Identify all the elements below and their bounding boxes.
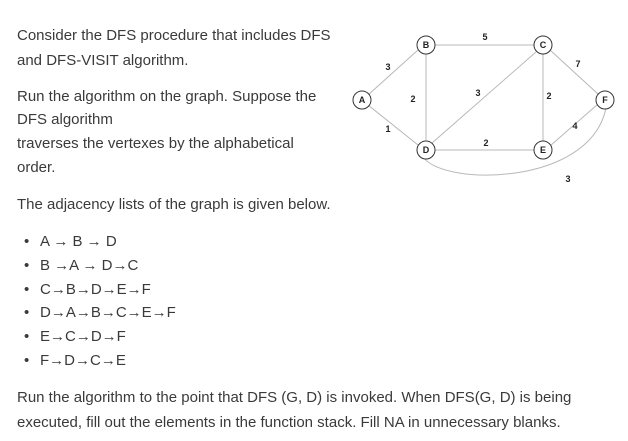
intro-line-5: traverses the vertexes by the alphabetic… bbox=[17, 135, 294, 152]
bullet-icon: • bbox=[24, 233, 30, 250]
node-label-e: E bbox=[540, 145, 546, 155]
intro-line-3: Run the algorithm on the graph. Suppose … bbox=[17, 88, 317, 105]
weight-a-b: 3 bbox=[385, 62, 390, 72]
adjacency-d: D→A→B→C→E→F bbox=[40, 304, 176, 322]
weight-b-c: 5 bbox=[482, 32, 487, 42]
weight-d-c: 3 bbox=[475, 88, 480, 98]
intro-line-2: and DFS-VISIT algorithm. bbox=[17, 52, 189, 69]
weighted-graph: A B C D E F 3 1 2 5 3 2 2 7 4 3 bbox=[352, 32, 615, 184]
edge-d-f bbox=[423, 107, 607, 176]
node-c bbox=[533, 35, 553, 55]
bullet-icon: • bbox=[24, 304, 30, 322]
node-label-a: A bbox=[359, 95, 366, 105]
list-item: • B →A → D→C bbox=[24, 254, 176, 278]
node-label-f: F bbox=[602, 95, 608, 105]
list-item: • C→B→D→E→F bbox=[24, 278, 176, 302]
node-label-b: B bbox=[423, 40, 430, 50]
adjacency-e: E→C→D→F bbox=[40, 328, 126, 346]
node-a bbox=[352, 90, 372, 110]
node-f bbox=[595, 90, 615, 110]
adjacency-b: B →A → D→C bbox=[40, 256, 139, 274]
intro-line-6: order. bbox=[17, 159, 56, 176]
weight-b-d: 2 bbox=[410, 94, 415, 104]
list-item: • F→D→C→E bbox=[24, 349, 176, 373]
weight-d-e: 2 bbox=[483, 138, 488, 148]
edge-d-c bbox=[431, 51, 537, 144]
bullet-icon: • bbox=[24, 328, 30, 346]
bullet-icon: • bbox=[24, 280, 30, 298]
question-line-1: Run the algorithm to the point that DFS … bbox=[17, 389, 572, 406]
node-label-c: C bbox=[540, 40, 547, 50]
edge-a-d bbox=[367, 104, 419, 146]
adjacency-list: • A → B → D • B →A → D→C • C→B→D→E→F • D→A→B… bbox=[24, 230, 176, 373]
weight-a-d: 1 bbox=[385, 124, 390, 134]
node-b bbox=[416, 35, 436, 55]
node-d bbox=[416, 140, 436, 160]
weight-e-f: 4 bbox=[572, 121, 577, 131]
weight-c-f: 7 bbox=[575, 59, 580, 69]
list-item: • E→C→D→F bbox=[24, 325, 176, 349]
adjacency-a: A → B → D bbox=[40, 233, 117, 250]
adjacency-heading: The adjacency lists of the graph is give… bbox=[17, 196, 331, 213]
node-e bbox=[533, 140, 553, 160]
list-item: • A → B → D bbox=[24, 230, 176, 254]
intro-line-1: Consider the DFS procedure that includes… bbox=[17, 27, 331, 44]
adjacency-f: F→D→C→E bbox=[40, 351, 126, 369]
edge-c-f bbox=[549, 49, 599, 95]
edge-a-b bbox=[367, 49, 419, 96]
question-line-2: executed, fill out the elements in the f… bbox=[17, 414, 561, 431]
bullet-icon: • bbox=[24, 351, 30, 369]
edge-e-f bbox=[549, 103, 599, 147]
list-item: • D→A→B→C→E→F bbox=[24, 301, 176, 325]
bullet-icon: • bbox=[24, 256, 30, 274]
node-label-d: D bbox=[423, 145, 430, 155]
adjacency-c: C→B→D→E→F bbox=[40, 280, 151, 298]
weight-d-f: 3 bbox=[565, 174, 570, 184]
intro-line-4: DFS algorithm bbox=[17, 111, 113, 128]
weight-c-e: 2 bbox=[546, 91, 551, 101]
